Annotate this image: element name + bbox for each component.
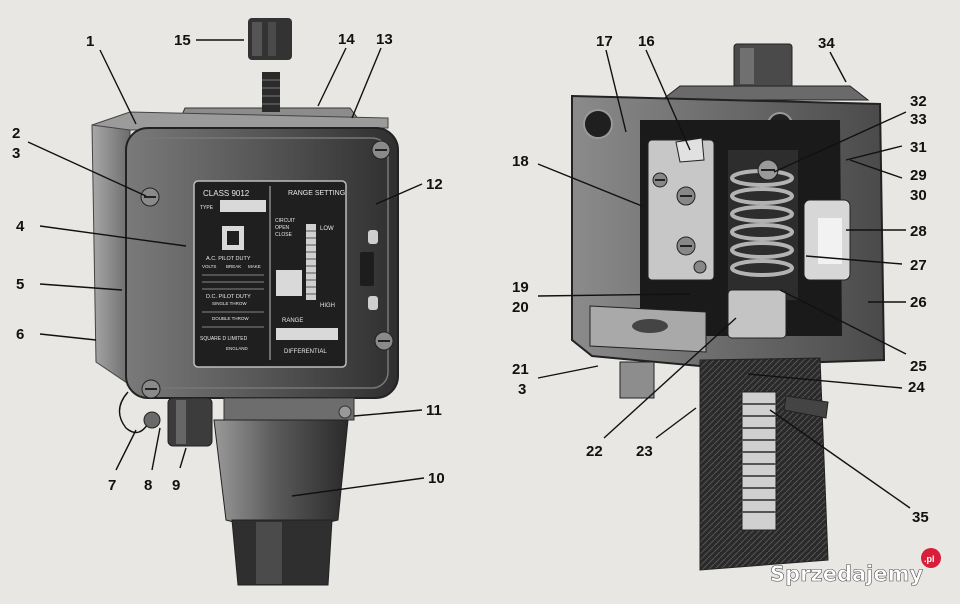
callout-label: 4 <box>16 218 25 235</box>
callout-label: 34 <box>818 35 835 52</box>
callout-label: 26 <box>910 294 927 311</box>
watermark-brand: Sprzedajemy <box>770 562 924 586</box>
housing-top-face <box>91 111 389 131</box>
callout-label: 12 <box>426 176 443 193</box>
differential-label: DIFFERENTIAL <box>284 349 327 355</box>
callout-label: 25 <box>910 358 927 375</box>
callout-label: 30 <box>910 187 927 204</box>
housing-side-face <box>91 117 131 386</box>
seal-nut <box>143 411 161 429</box>
class-label: CLASS 9012 <box>203 189 250 198</box>
range-setting-label: RANGE SETTING <box>288 190 345 197</box>
callout-label: 18 <box>512 153 529 170</box>
callout-label: 5 <box>16 276 24 293</box>
nameplate: CLASS 9012 TYPE RANGE SETTING CIRCUIT OP… <box>193 180 347 368</box>
leader-lines <box>27 39 911 509</box>
callout-label: 14 <box>338 31 355 48</box>
callout-label: 19 <box>512 279 529 296</box>
callout-label: 2 <box>12 125 20 142</box>
adjusting-screw <box>262 72 280 112</box>
cover-screw <box>371 140 391 160</box>
callout-labels-left: 1 2 3 4 5 6 7 8 9 10 11 12 13 14 15 <box>12 31 445 494</box>
bellows <box>741 391 777 531</box>
break-header: BREAK <box>226 264 241 269</box>
callout-label: 17 <box>596 33 613 50</box>
conduit-entry <box>167 397 213 447</box>
maker-label: SQUARE D LIMITED <box>200 336 248 342</box>
exterior-view: CLASS 9012 TYPE RANGE SETTING CIRCUIT OP… <box>91 18 399 586</box>
pressure-cylinder <box>213 419 349 528</box>
callout-label: 31 <box>910 139 927 156</box>
callout-label: 35 <box>912 509 929 526</box>
cover-screw <box>374 331 394 351</box>
range-scale <box>306 224 316 300</box>
low-label: LOW <box>320 226 334 232</box>
callout-label: 22 <box>586 443 603 460</box>
callout-label: 3 <box>12 145 20 162</box>
watermark-suffix: .pl <box>924 554 935 564</box>
ac-pilot-duty-label: A.C. PILOT DUTY <box>206 256 251 262</box>
volts-header: VOLTS <box>202 264 216 269</box>
callout-label: 28 <box>910 223 927 240</box>
callout-label: 6 <box>16 326 24 343</box>
maker-place-label: ENGLAND <box>226 346 249 351</box>
callout-label: 9 <box>172 477 180 494</box>
sprzedajemy-watermark: Sprzedajemy .pl <box>770 548 941 586</box>
callout-label: 33 <box>910 111 927 128</box>
circuit-close-label: CLOSE <box>275 232 293 238</box>
circuit-open-label: OPEN <box>275 225 290 231</box>
high-label: HIGH <box>320 303 335 309</box>
watermark-badge <box>921 548 941 568</box>
double-throw-label: DOUBLE THROW <box>212 316 249 321</box>
callout-label: 11 <box>426 402 442 419</box>
callout-label: 8 <box>144 477 152 494</box>
seal-chain <box>118 391 151 434</box>
callout-label: 13 <box>376 31 393 48</box>
single-throw-label: SINGLE THROW <box>212 301 247 306</box>
mounting-flange <box>223 397 355 421</box>
cover-screw <box>140 187 160 207</box>
type-label: TYPE <box>200 205 214 211</box>
callout-labels-right: 16 17 18 19 20 21 3 22 23 24 25 26 27 28… <box>512 33 929 526</box>
range-label: RANGE <box>282 318 303 324</box>
cover-screw <box>141 379 161 399</box>
callout-label: 7 <box>108 477 116 494</box>
callout-label: 24 <box>908 379 925 396</box>
callout-label: 27 <box>910 257 927 274</box>
plunger <box>727 289 787 339</box>
callout-label: 23 <box>636 443 653 460</box>
circuit-label: CIRCUIT <box>275 218 295 224</box>
callout-label: 15 <box>174 32 191 49</box>
dc-pilot-duty-label: D.C. PILOT DUTY <box>206 294 251 300</box>
cutaway-view <box>571 43 886 571</box>
callout-label: 29 <box>910 167 927 184</box>
callout-label: 32 <box>910 93 927 110</box>
callout-label: 20 <box>512 299 529 316</box>
callout-label: 21 <box>512 361 529 378</box>
callout-label: 1 <box>86 33 94 50</box>
callout-label: 3 <box>518 381 526 398</box>
callout-label: 16 <box>638 33 655 50</box>
callout-label: 10 <box>428 470 445 487</box>
make-header: MAKE <box>248 264 261 269</box>
